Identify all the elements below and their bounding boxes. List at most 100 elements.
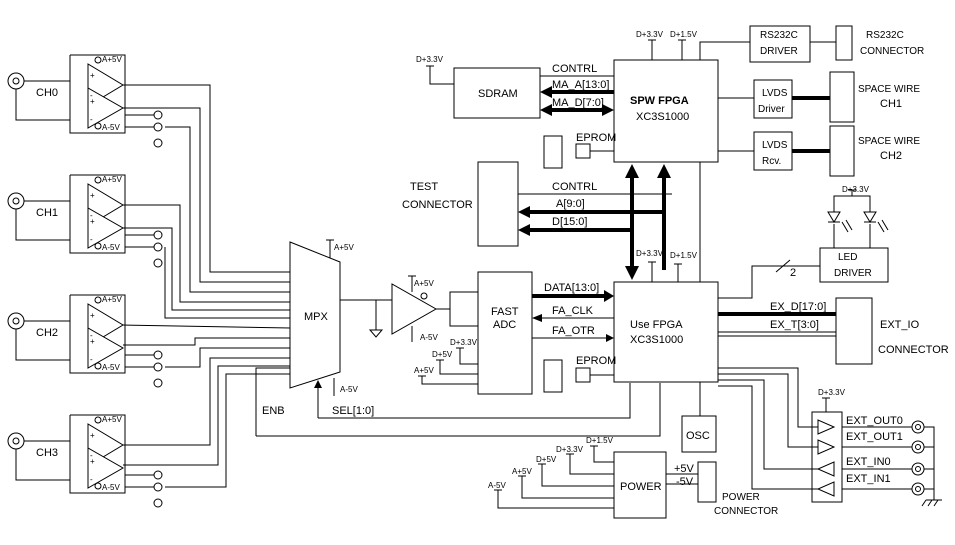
svg-text:-: -: [90, 211, 93, 220]
power-connector-line2: CONNECTOR: [714, 506, 778, 517]
space-wire2-line1: SPACE WIRE: [858, 136, 920, 147]
adc-supply-a5: A+5V: [414, 366, 434, 375]
rs232c-connector-line1: RS232C: [866, 30, 904, 41]
buffer-pos-supply: A+5V: [414, 279, 434, 288]
spw-fpga-supply2: D+1.5V: [670, 30, 698, 39]
rs232c-driver-line2: DRIVER: [760, 46, 798, 57]
ext-port-jacks: [911, 420, 942, 507]
spw-eprom-label: EPROM: [576, 132, 616, 144]
mpx-block: [289, 241, 341, 389]
space-wire1-line1: SPACE WIRE: [858, 84, 920, 95]
ma-a-label: MA_A[13:0]: [552, 79, 609, 91]
svg-text:+: +: [90, 97, 95, 106]
fa-otr-label: FA_OTR: [552, 325, 595, 337]
led-bus-width: 2: [790, 267, 796, 279]
ext-io-line1: EXT_IO: [880, 319, 920, 331]
neg5-label: -5V: [676, 476, 694, 488]
spw-fpga-line1: SPW FPGA: [630, 95, 689, 107]
svg-text:-: -: [90, 475, 93, 484]
svg-text:+: +: [90, 191, 95, 200]
ext-in1-label: EXT_IN1: [846, 473, 891, 485]
fast-adc-block: [477, 271, 533, 395]
ext-io-line2: CONNECTOR: [878, 344, 949, 356]
lvds-rcv-line2: Rcv.: [762, 156, 781, 167]
spw-eprom-chip: [543, 135, 563, 169]
svg-text:-: -: [90, 115, 93, 124]
amp-pos-supply: A+5V: [102, 175, 122, 184]
spw-fpga-block: [613, 59, 719, 163]
svg-text:-: -: [90, 91, 93, 100]
led-driver-line2: DRIVER: [834, 268, 872, 279]
svg-text:+: +: [90, 217, 95, 226]
sdram-contrl-label: CONTRL: [552, 63, 597, 75]
spw-fpga-supply1: D+3.3V: [636, 30, 664, 39]
power-block: [613, 451, 667, 519]
addr-bus-label: A[9:0]: [556, 198, 585, 210]
test-connector-block: [477, 161, 519, 247]
power-a-neg: A-5V: [488, 481, 506, 490]
ext-out0-label: EXT_OUT0: [846, 415, 903, 427]
power-d15: D+1.5V: [586, 436, 614, 445]
adc-line2: ADC: [493, 319, 516, 331]
use-fpga-line1: Use FPGA: [630, 319, 683, 331]
svg-text:-: -: [90, 235, 93, 244]
osc-label: OSC: [686, 430, 710, 442]
buffer-amp: [391, 283, 438, 335]
ext-t-label: EX_T[3:0]: [770, 319, 819, 331]
space-wire2-line2: CH2: [880, 150, 902, 162]
lvds-rcv-block: [753, 131, 793, 171]
ma-d-label: MA_D[7:0]: [552, 97, 604, 109]
mpx-pos-supply: A+5V: [334, 243, 354, 252]
space-wire2-connector: [829, 125, 855, 177]
amp-pos-supply: A+5V: [102, 295, 122, 304]
power-connector-line1: POWER: [722, 492, 760, 503]
svg-text:-: -: [90, 355, 93, 364]
analog-channels: CH0A+5VA-5V+-+-CH1A+5VA-5V+-+-CH2A+5VA-5…: [7, 54, 163, 508]
space-wire1-line2: CH1: [880, 98, 902, 110]
test-connector-line1: TEST: [410, 181, 438, 193]
use-fpga-line2: XC3S1000: [630, 334, 683, 346]
svg-text:+: +: [90, 71, 95, 80]
space-wire1-connector: [829, 71, 855, 123]
lvds-driver-line2: Driver: [758, 104, 785, 115]
adc-supply-d33: D+3.3V: [450, 338, 478, 347]
rs232c-connector-block: [835, 25, 853, 61]
ext-d-label: EX_D[17:0]: [770, 301, 826, 313]
led-driver-block: [819, 247, 889, 283]
rs232c-driver-block: [749, 25, 811, 63]
rs232c-connector-line2: CONNECTOR: [860, 46, 924, 57]
amp-pos-supply: A+5V: [102, 415, 122, 424]
rs232c-driver-line1: RS232C: [760, 30, 798, 41]
channel-label: CH1: [36, 207, 58, 219]
ext-in0-label: EXT_IN0: [846, 456, 891, 468]
power-d33: D+3.3V: [556, 445, 584, 454]
power-d5: D+5V: [536, 455, 557, 464]
lvds-rcv-line1: LVDS: [762, 140, 788, 151]
ext-io-connector: [835, 297, 873, 365]
lvds-driver-block: [753, 79, 793, 119]
adc-supply-d5: D+5V: [432, 350, 453, 359]
pos5-label: +5V: [674, 463, 695, 475]
use-eprom-chip: [543, 359, 563, 393]
spw-fpga-line2: XC3S1000: [636, 111, 689, 123]
channel-label: CH2: [36, 327, 58, 339]
power-a-pos: A+5V: [512, 467, 532, 476]
enb-label: ENB: [262, 405, 285, 417]
ext-out1-label: EXT_OUT1: [846, 431, 903, 443]
use-eprom-label: EPROM: [576, 355, 616, 367]
osc-block: [681, 415, 717, 453]
sdram-label: SDRAM: [478, 88, 518, 100]
amp-neg-supply: A-5V: [102, 243, 120, 252]
amp-neg-supply: A-5V: [102, 363, 120, 372]
lvds-driver-line1: LVDS: [762, 88, 788, 99]
led-supply: D+3.3V: [842, 185, 870, 194]
svg-text:+: +: [90, 311, 95, 320]
sel-label: SEL[1:0]: [332, 405, 374, 417]
test-connector-line2: CONNECTOR: [402, 199, 473, 211]
test-contrl-label: CONTRL: [552, 181, 597, 193]
led-driver-line1: LED: [838, 252, 857, 263]
